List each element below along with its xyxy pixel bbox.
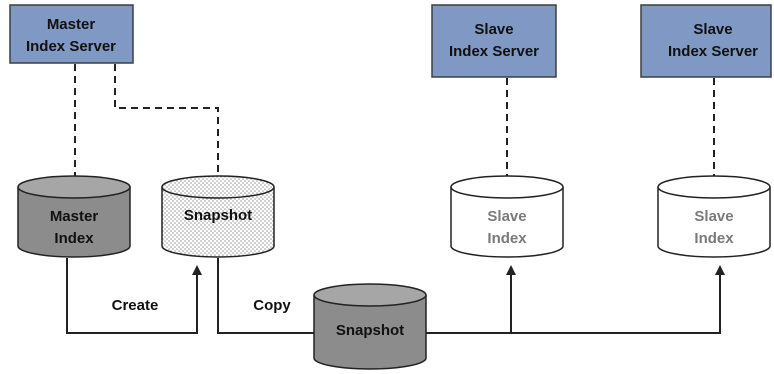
snapshot-cylinder-bottom: Snapshot (313, 283, 427, 370)
copy-edge-label: Copy (253, 297, 291, 314)
master-index-cylinder: Master Index (17, 175, 131, 258)
create-edge-label: Create (112, 297, 159, 314)
slave-index-2-label-line2: Index (694, 230, 734, 247)
copy-line (217, 258, 314, 334)
slave-server-1-label-line1: Slave (474, 21, 513, 38)
snapshot-cylinder-top: Snapshot (161, 175, 275, 258)
slave-index-1-label-line2: Index (487, 230, 527, 247)
snapshot-bottom-label: Snapshot (336, 322, 404, 339)
create-arrow (66, 258, 202, 334)
slave-server-2-label-line1: Slave (693, 21, 732, 38)
master-index-label-line2: Index (54, 230, 94, 247)
master-server-to-snapshot-link (114, 64, 219, 176)
slave-index-2-label-line1: Slave (694, 208, 733, 225)
master-server-label-line2: Index Server (26, 38, 116, 55)
slave-server-1-label-line2: Index Server (449, 43, 539, 60)
slave-index-cylinder-1: Slave Index (450, 175, 564, 258)
copy-to-slave-1-arrow (426, 265, 516, 334)
dashed-connectors (74, 64, 715, 176)
master-index-label-line1: Master (50, 208, 99, 225)
master-server-label-line1: Master (47, 16, 96, 33)
slave-index-cylinder-2: Slave Index (657, 175, 771, 258)
slave-index-server-1: Slave Index Server (431, 4, 557, 78)
copy-to-slave-2-arrow (511, 265, 725, 334)
snapshot-top-label: Snapshot (184, 207, 252, 224)
solid-connectors (66, 258, 725, 334)
slave-index-server-2: Slave Index Server (640, 4, 772, 78)
slave-server-2-label-line2: Index Server (668, 43, 758, 60)
master-index-server: Master Index Server (9, 4, 134, 64)
slave-index-1-label-line1: Slave (487, 208, 526, 225)
